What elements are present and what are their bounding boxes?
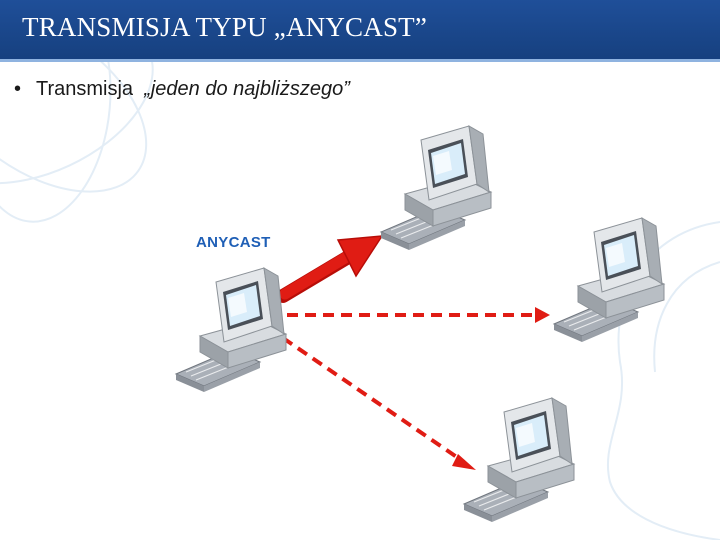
dashed-link-bottom [281, 336, 466, 464]
computer-icon [175, 267, 287, 393]
arrowhead-bottom [452, 454, 476, 470]
solid-link-top [279, 249, 356, 300]
arrowhead-top [336, 235, 384, 278]
computer-icon [553, 217, 665, 343]
bullet-marker: • [14, 78, 22, 100]
computer-icon [463, 397, 575, 523]
computer-icon [380, 125, 492, 251]
bullet-text-italic: „jeden do najbliższego” [144, 78, 350, 100]
bullet-text: Transmisja [36, 78, 134, 100]
arrowhead-right [535, 307, 550, 323]
anycast-label: ANYCAST [196, 234, 271, 251]
slide-title: TRANSMISJA TYPU „ANYCAST” [22, 12, 428, 42]
bullet-item: • Transmisja „jeden do najbliższego” [14, 78, 350, 101]
title-bar: TRANSMISJA TYPU „ANYCAST” [0, 0, 720, 62]
